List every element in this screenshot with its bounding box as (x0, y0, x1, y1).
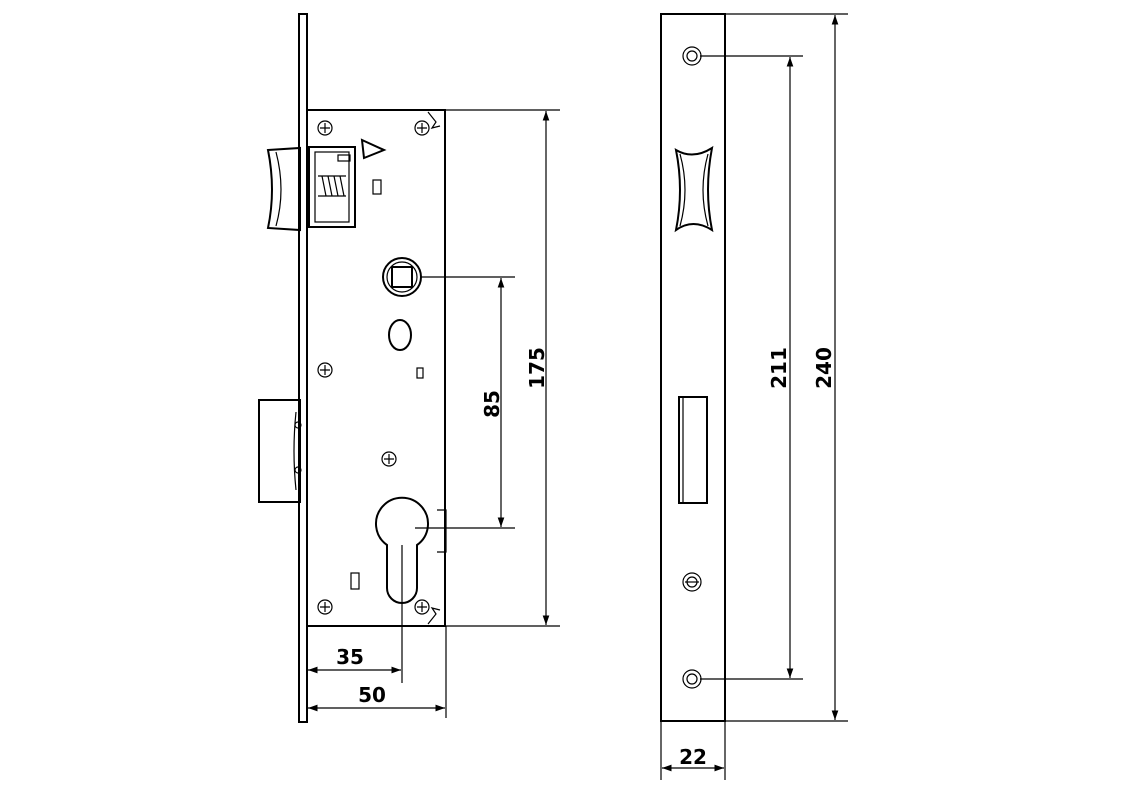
faceplate-front-view (660, 13, 726, 722)
screw-tr (414, 120, 430, 136)
small-slot-2 (350, 572, 360, 590)
lock-case (306, 109, 446, 627)
right-dimensions: 240 211 22 (660, 13, 848, 780)
screw-tl (317, 120, 333, 136)
screw-br (414, 599, 430, 615)
dim-35-label: 35 (336, 645, 364, 669)
case-notch-top (427, 111, 441, 129)
faceplate-screw-top (682, 46, 702, 66)
faceplate-screw-bottom (682, 669, 702, 689)
small-slot-1 (416, 367, 424, 379)
dim-85-label: 85 (480, 390, 504, 418)
dim-175-label: 175 (525, 347, 549, 389)
screw-mid (381, 451, 397, 467)
latch-bolt (266, 138, 387, 232)
case-notch-bottom (427, 607, 441, 625)
lock-body-view (258, 13, 447, 723)
screws (317, 120, 430, 615)
faceplate (660, 13, 726, 722)
screw-bl (317, 599, 333, 615)
deadbolt (258, 399, 302, 503)
case-notch-cyl (437, 509, 447, 553)
dim-240-label: 240 (812, 347, 836, 389)
faceplate-screw-mid (682, 572, 702, 592)
dim-50-label: 50 (358, 683, 386, 707)
oval-slot (388, 319, 412, 351)
follower-hub (382, 257, 422, 297)
screw-ml (317, 362, 333, 378)
cylinder-cutout (375, 496, 429, 604)
dim-22-label: 22 (679, 745, 707, 769)
latch-window (674, 145, 714, 233)
deadbolt-window (678, 396, 708, 504)
dim-211-label: 211 (767, 347, 791, 389)
left-dimensions: 175 85 35 50 (307, 109, 560, 718)
faceplate-side (298, 13, 308, 723)
